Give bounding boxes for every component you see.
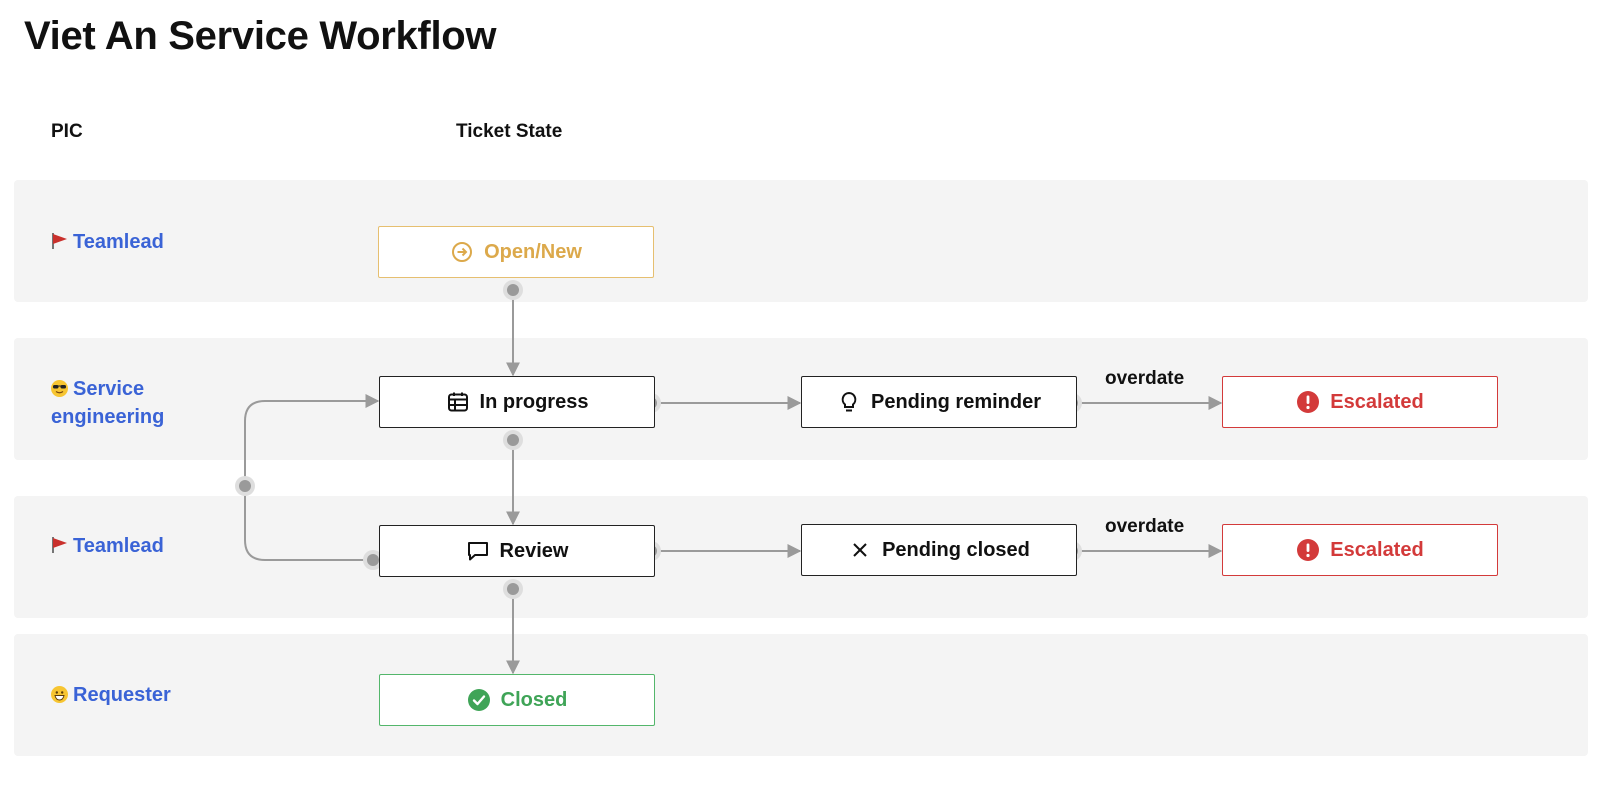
pic-teamlead-1[interactable]: Teamlead xyxy=(51,228,164,258)
pic-requester[interactable]: Requester xyxy=(51,681,171,709)
node-label: In progress xyxy=(479,390,589,413)
port-inprogress-bottom xyxy=(503,430,523,450)
edge-label-overdate-2: overdate xyxy=(1105,516,1185,537)
node-label: Pending closed xyxy=(882,538,1030,561)
node-label: Escalated xyxy=(1330,538,1424,561)
port-loop-midpoint xyxy=(235,476,255,496)
check-circle-icon xyxy=(467,688,491,712)
node-escalated-1[interactable]: Escalated xyxy=(1222,376,1498,428)
speech-bubble-icon xyxy=(466,539,490,563)
node-review[interactable]: Review xyxy=(379,525,655,577)
pic-label: Teamlead xyxy=(73,535,164,557)
node-label: Escalated xyxy=(1330,390,1424,413)
node-pending-reminder[interactable]: Pending reminder xyxy=(801,376,1077,428)
pic-column-header: PIC xyxy=(51,121,83,142)
node-label: Review xyxy=(499,539,569,562)
lightbulb-icon xyxy=(837,390,861,414)
node-escalated-2[interactable]: Escalated xyxy=(1222,524,1498,576)
calendar-table-icon xyxy=(446,390,470,414)
node-open-new[interactable]: Open/New xyxy=(378,226,654,278)
red-flag-icon xyxy=(51,534,69,562)
pic-label-line2: engineering xyxy=(51,406,165,428)
exclamation-circle-icon xyxy=(1296,538,1320,562)
edge-review-back-to-inprogress xyxy=(244,394,380,561)
node-in-progress[interactable]: In progress xyxy=(379,376,655,428)
pic-teamlead-2[interactable]: Teamlead xyxy=(51,532,164,562)
node-label: Pending reminder xyxy=(870,390,1042,413)
node-label: Open/New xyxy=(484,240,582,263)
edge-label-overdate-1: overdate xyxy=(1105,368,1185,389)
port-open-bottom xyxy=(503,280,523,300)
port-review-bottom xyxy=(503,579,523,599)
grinning-face-icon xyxy=(51,686,68,703)
red-flag-icon xyxy=(51,230,69,258)
pic-label-line1: Service xyxy=(73,378,145,400)
lane-teamlead-1 xyxy=(14,180,1588,302)
sunglasses-face-icon xyxy=(51,380,68,397)
pic-service-engineering[interactable]: Service engineering xyxy=(51,375,164,431)
node-label: Closed xyxy=(500,688,568,711)
node-closed[interactable]: Closed xyxy=(379,674,655,726)
x-icon xyxy=(848,538,872,562)
lane-requester xyxy=(14,634,1588,756)
arrow-circle-right-icon xyxy=(450,240,474,264)
node-pending-closed[interactable]: Pending closed xyxy=(801,524,1077,576)
port-review-left xyxy=(363,550,383,570)
pic-label: Requester xyxy=(73,684,171,706)
exclamation-circle-icon xyxy=(1296,390,1320,414)
ticket-state-column-header: Ticket State xyxy=(456,121,563,142)
pic-label: Teamlead xyxy=(73,231,164,253)
page-title: Viet An Service Workflow xyxy=(24,14,497,58)
